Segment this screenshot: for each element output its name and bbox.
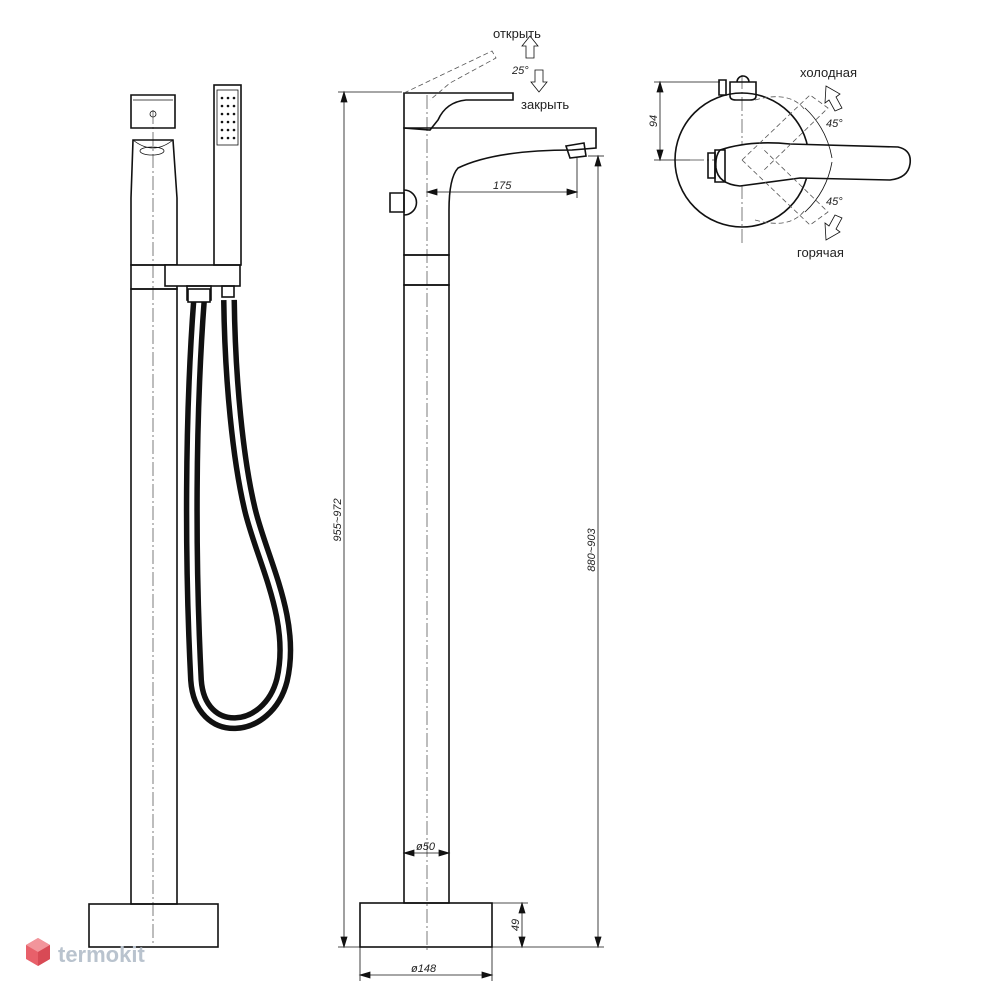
base-height-label: 49 <box>510 919 522 931</box>
spout-height-label: 880~903 <box>586 528 598 572</box>
dimension-lines <box>338 35 843 981</box>
total-height-label: 955~972 <box>332 498 344 541</box>
spout-reach-label: 175 <box>493 180 512 192</box>
termokit-watermark: termokit <box>26 938 145 967</box>
handle-angle-label: 25° <box>511 65 529 77</box>
cold-label: холодная <box>800 65 857 80</box>
top-view <box>674 75 912 245</box>
open-label: открыть <box>493 26 541 41</box>
termokit-logo-icon <box>26 938 50 966</box>
watermark-brand: termokit <box>58 942 145 967</box>
side-view <box>359 50 597 950</box>
cold-angle-label: 45° <box>826 118 843 130</box>
shower-nozzles <box>220 96 236 140</box>
hot-angle-label: 45° <box>826 196 843 208</box>
pipe-diameter-label: ø50 <box>416 841 436 853</box>
close-label: закрыть <box>521 97 569 112</box>
base-diameter-label: ø148 <box>411 963 437 975</box>
handle-offset-label: 94 <box>648 115 660 127</box>
hot-label: горячая <box>797 245 844 260</box>
shower-hose <box>183 299 294 732</box>
front-view <box>88 84 294 948</box>
